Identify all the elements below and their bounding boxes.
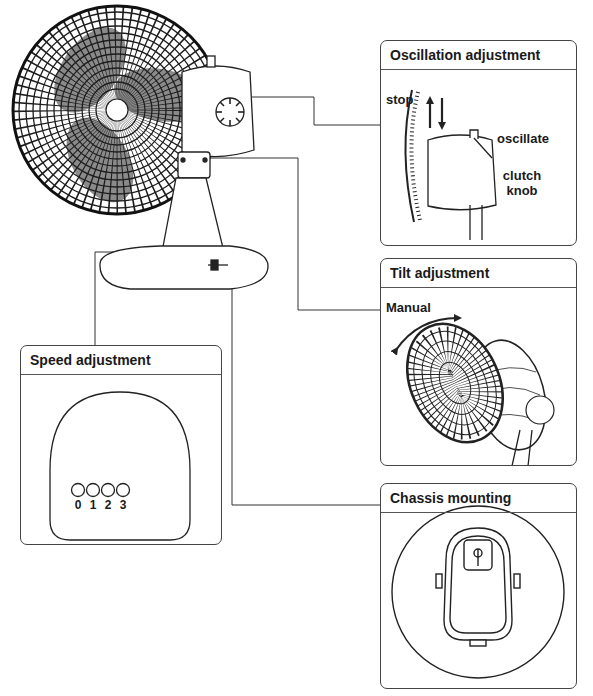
callout-box: Chassis mounting [380, 483, 577, 689]
fan-stand [100, 178, 268, 289]
callout-box: Speed adjustment [20, 345, 222, 545]
speed-number: 3 [117, 498, 129, 513]
speed-number: 1 [87, 498, 99, 513]
speed-panel [50, 392, 190, 540]
tilt-inset [389, 308, 557, 466]
box-heading: Oscillation adjustment [381, 41, 576, 70]
part-label: stop [386, 92, 426, 107]
speed-number: 2 [102, 498, 114, 513]
part-label: oscillate [497, 131, 572, 146]
box-heading: Chassis mounting [381, 484, 576, 513]
callout-box: Tilt adjustment [380, 258, 577, 466]
box-heading: Tilt adjustment [381, 259, 576, 288]
chassis-inset [392, 506, 564, 678]
motor-housing [178, 56, 254, 178]
part-label: clutch knob [494, 168, 550, 198]
speed-number: 0 [72, 498, 84, 513]
part-label: Manual [386, 300, 446, 315]
oscillation-inset [405, 90, 496, 240]
box-heading: Speed adjustment [21, 346, 221, 375]
